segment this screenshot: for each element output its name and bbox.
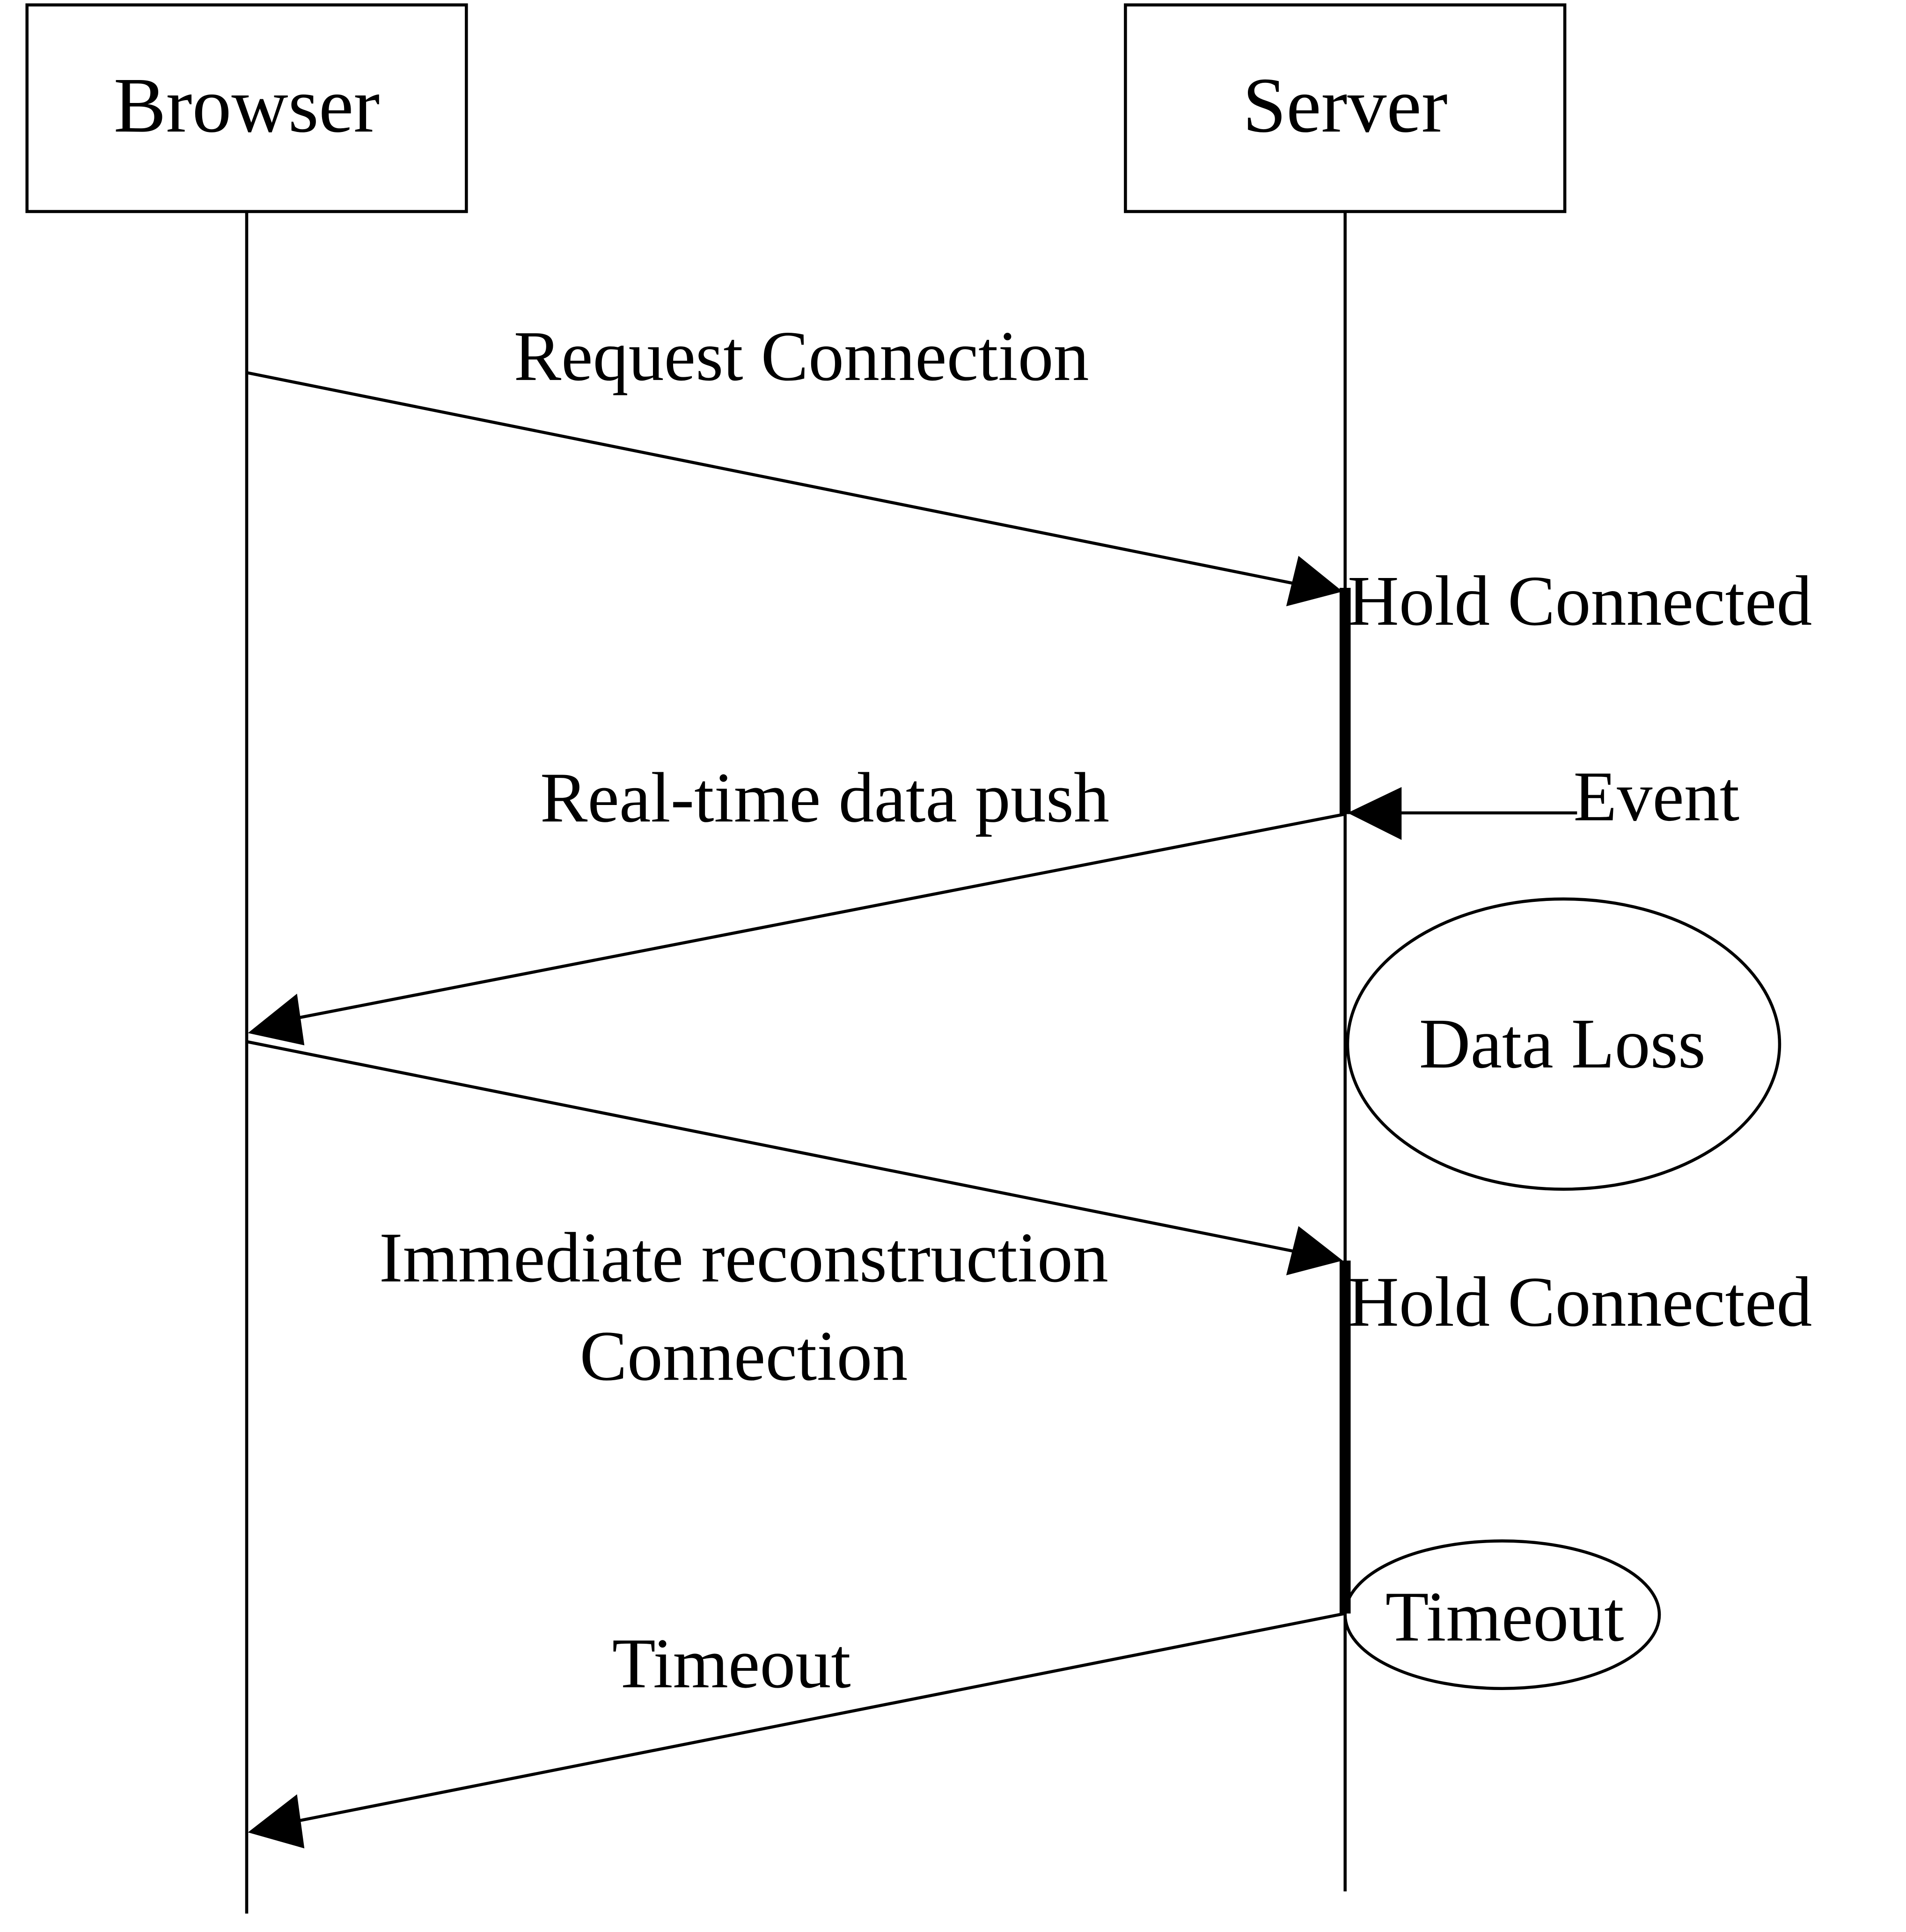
data-loss-ellipse <box>1346 897 1781 1191</box>
hold-connected-note-1: Hold Connected <box>1348 561 1812 640</box>
real-time-data-push-label: Real-time data push <box>540 758 1109 837</box>
real-time-data-push-arrowhead <box>248 994 305 1046</box>
reconnect-arrow <box>246 1040 1304 1255</box>
hold-connected-note-2: Hold Connected <box>1348 1262 1812 1341</box>
server-timeout-label: Timeout <box>1386 1577 1624 1656</box>
browser-participant-label: Browser <box>114 62 380 149</box>
real-time-data-push-arrow <box>289 812 1346 1021</box>
request-connection-arrow <box>246 371 1304 587</box>
data-loss-label: Data Loss <box>1419 1004 1706 1083</box>
request-connection-label: Request Connection <box>514 316 1089 395</box>
timeout-arrow <box>289 1612 1346 1824</box>
reconnect-label-line2: Connection <box>579 1316 908 1395</box>
event-label: Event <box>1573 756 1739 835</box>
server-participant-label: Server <box>1243 62 1448 149</box>
reconnect-arrowhead <box>1286 1226 1343 1275</box>
request-connection-arrowhead <box>1286 556 1343 607</box>
timeout-arrowhead <box>248 1794 305 1849</box>
timeout-message-label: Timeout <box>612 1624 851 1703</box>
event-arrowhead <box>1347 787 1402 840</box>
reconnect-label-line1: Immediate reconstruction <box>379 1218 1108 1297</box>
